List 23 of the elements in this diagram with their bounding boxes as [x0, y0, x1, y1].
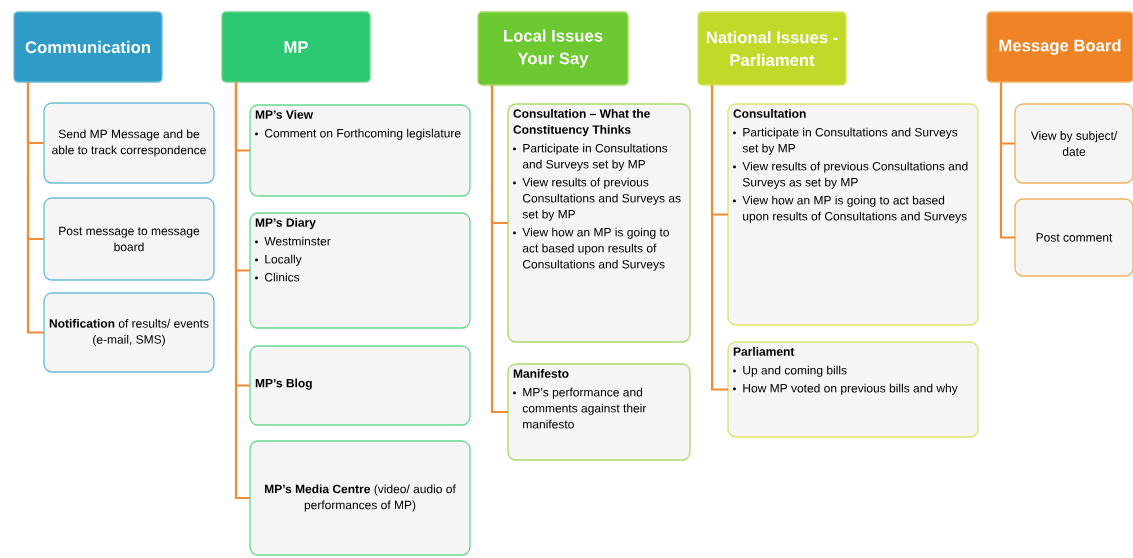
category-header: Message Board: [986, 11, 1133, 83]
content-box: Send MP Message and be able to track correspondence: [43, 102, 215, 184]
connector-line: [234, 82, 250, 500]
connector-line: [490, 85, 508, 414]
category-header: Local Issues Your Say: [477, 11, 629, 86]
content-box: Consultation – What the Constituency Thinks Participate in Consultations and Surveys set by MP View results of previous Consultations and Surveys as set by MP View how an MP is going to act based upon results of Consultations and Surveys: [507, 103, 691, 343]
category-header: National Issues - Parliament: [697, 11, 847, 86]
connector-line: [710, 85, 728, 391]
content-box: MP’s Diary Westminster Locally Clinics: [249, 212, 471, 329]
content-box: Consultation Participate in Consultations and Surveys set by MP View results of previous Consultations and Surveys as set by MP View how an MP is going to act based upon results of Consultations and Surveys: [727, 103, 979, 326]
category-header: Communication: [13, 11, 163, 83]
content-box: Post comment: [1014, 198, 1133, 277]
content-box: MP’s View Comment on Forthcoming legislature: [249, 104, 471, 197]
content-box: Post message to message board: [43, 197, 215, 281]
connector-line: [999, 82, 1015, 239]
connector-line: [26, 82, 44, 334]
content-box: MP’s Media Centre (video/ audio of performances of MP): [249, 440, 471, 556]
category-header: MP: [221, 11, 371, 83]
content-box: MP’s Blog: [249, 345, 471, 426]
content-box: Notification of results/ events (e-mail, SMS): [43, 292, 215, 373]
content-box: View by subject/ date: [1014, 103, 1133, 184]
content-box: Parliament Up and coming bills How MP voted on previous bills and why: [727, 341, 979, 438]
content-box: Manifesto MP’s performance and comments against their manifesto: [507, 363, 691, 461]
